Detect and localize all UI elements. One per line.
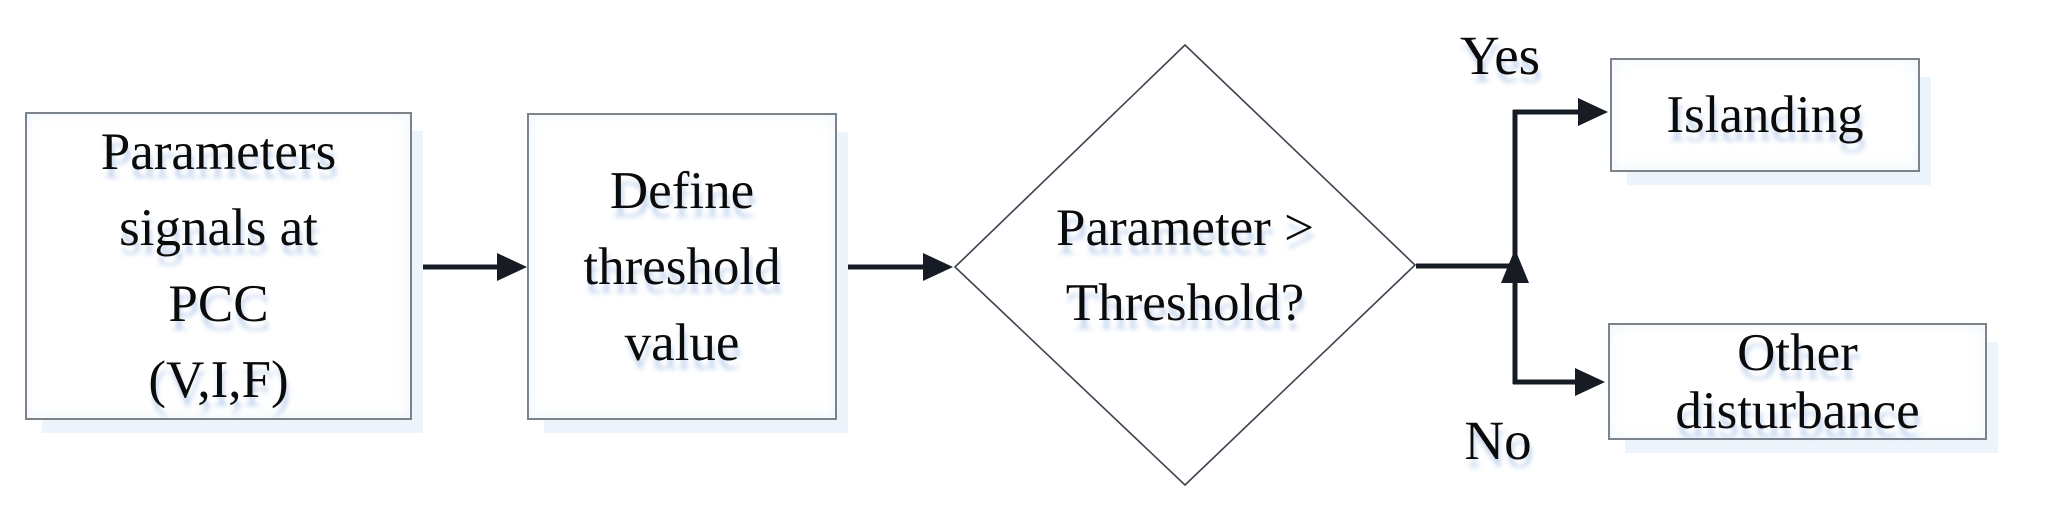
islanding-box-line: Islanding [1666, 86, 1864, 144]
other-disturbance-box: Other disturbance [1608, 323, 1987, 440]
no-label: No [1464, 410, 1532, 471]
arrow-no-to-other [1513, 368, 1605, 396]
define-threshold-box: Define threshold value [527, 113, 837, 420]
decision-junction-line [1416, 110, 1529, 384]
threshold-box-line: value [624, 313, 740, 372]
islanding-box: Islanding [1610, 58, 1920, 172]
decision-diamond-shape [953, 43, 1417, 487]
decision-line: Parameter > [1056, 199, 1314, 257]
junction-up-arrowhead [1501, 249, 1529, 283]
decision-line: Threshold? [1065, 274, 1305, 332]
other-box-line: Other [1737, 323, 1858, 382]
threshold-box-line: threshold [583, 237, 781, 296]
start-box-line: (V,I,F) [148, 351, 289, 409]
threshold-box-line: Define [609, 161, 755, 220]
start-box-line: signals at [119, 199, 318, 257]
start-box-line: PCC [168, 275, 269, 333]
yes-label: Yes [1459, 25, 1541, 86]
arrow-threshold-to-decision [839, 253, 953, 281]
decision-diamond-text: Parameter > Threshold? [985, 191, 1385, 341]
start-box-line: Parameters [100, 123, 337, 181]
arrow-start-to-threshold [412, 253, 527, 281]
arrow-yes-to-islanding [1513, 98, 1608, 126]
start-box: Parameters signals at PCC (V,I,F) [25, 112, 412, 420]
other-box-line: disturbance [1675, 381, 1920, 440]
